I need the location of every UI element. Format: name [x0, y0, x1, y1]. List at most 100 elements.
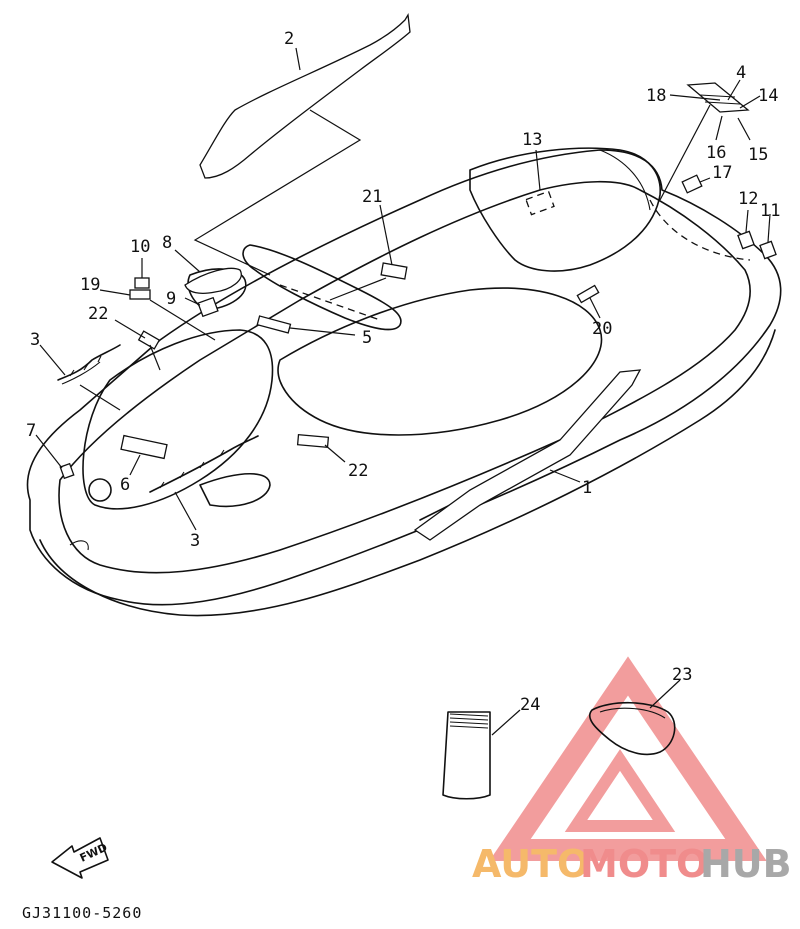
- decal-3-script-upper: [61, 355, 102, 385]
- cover-seam: [599, 707, 666, 719]
- decal-11: [759, 240, 777, 260]
- decal-13: [525, 190, 555, 216]
- decal-4-emblem: [686, 82, 750, 113]
- footwell: [277, 287, 603, 436]
- callout-18: 18: [646, 86, 666, 106]
- callout-11: 11: [760, 201, 780, 221]
- callout-20: 20: [592, 319, 612, 339]
- leader-15: [737, 117, 751, 141]
- leader-21: [379, 204, 393, 266]
- leader-2: [295, 47, 301, 71]
- decal-22-left: [137, 330, 161, 350]
- callout-24: 24: [520, 695, 540, 715]
- handlebar-hidden-line: [279, 284, 381, 321]
- part-23-cover: [588, 679, 681, 756]
- watermark-auto: AUTO: [472, 842, 589, 886]
- callout-3-upper: 3: [30, 330, 40, 350]
- watermark-logo: [489, 656, 767, 861]
- decal-2-top-stripe: [199, 13, 411, 179]
- decal-1-side-stripe: [413, 369, 642, 541]
- leader-16: [715, 115, 723, 141]
- watermark-hub: HUB: [700, 842, 792, 886]
- hull-deck-line: [58, 180, 751, 574]
- side-scoop: [199, 472, 271, 508]
- callout-22-right: 22: [348, 461, 368, 481]
- decal-7: [59, 462, 75, 480]
- callout-21: 21: [362, 187, 382, 207]
- callout-23: 23: [672, 665, 692, 685]
- decal-22-right: [296, 434, 330, 448]
- callout-5: 5: [362, 328, 372, 348]
- decal-3-logo-lower: [149, 435, 259, 493]
- callout-2: 2: [284, 29, 294, 49]
- decal-9: [197, 296, 219, 318]
- leader-7: [35, 434, 63, 469]
- decal-20: [576, 284, 600, 304]
- leader-3-lower: [174, 491, 197, 531]
- hull-outline: [26, 149, 782, 606]
- callout-14: 14: [758, 86, 778, 106]
- callout-9: 9: [166, 289, 176, 309]
- leader-4-to-hull: [659, 104, 711, 201]
- hood: [82, 329, 274, 510]
- leader-1: [549, 469, 581, 483]
- fwd-arrow-icon: FWD: [51, 837, 109, 879]
- watermark-moto: MOTO: [580, 842, 708, 886]
- flap-top-lines: [449, 713, 489, 729]
- decal-19: [129, 289, 151, 300]
- leader-lines: [35, 47, 771, 531]
- leader-21-to-hull: [329, 277, 387, 301]
- leader-12: [745, 209, 749, 233]
- watermark-triangle-inner: [564, 749, 676, 832]
- handlebar: [242, 244, 402, 331]
- leader-24: [491, 709, 521, 736]
- decal-10: [134, 277, 150, 289]
- decal-17: [681, 174, 703, 194]
- callout-22-left: 22: [88, 304, 108, 324]
- leader-13: [535, 149, 541, 191]
- seat-seam: [599, 149, 651, 211]
- decal-emblem-stripes: [699, 94, 741, 105]
- leader-3-upper: [39, 344, 66, 376]
- decal-6: [120, 434, 168, 460]
- callout-16: 16: [706, 143, 726, 163]
- rear-hidden-line: [649, 199, 751, 261]
- decal-3-logo-upper: [57, 344, 121, 381]
- leader-8: [174, 249, 201, 273]
- callout-12: 12: [738, 189, 758, 209]
- leader-23: [649, 679, 681, 709]
- cover-body: [588, 701, 676, 756]
- callout-19: 19: [80, 275, 100, 295]
- bow-detail: [69, 540, 89, 551]
- watermark-triangle-outer: [489, 656, 767, 861]
- leader-6: [129, 454, 141, 476]
- callout-15: 15: [748, 145, 768, 165]
- callout-6: 6: [120, 475, 130, 495]
- callout-labels: 2 4 18 14 16 15 17 12 11 13 21 20 5 8 10…: [26, 29, 780, 715]
- leader-18: [669, 94, 721, 101]
- callout-4: 4: [736, 63, 746, 83]
- callout-17: 17: [712, 163, 732, 183]
- seat: [469, 147, 661, 272]
- callout-8: 8: [162, 233, 172, 253]
- callout-3-lower: 3: [190, 531, 200, 551]
- part-code: GJ31100-5260: [22, 904, 142, 922]
- leader-17: [699, 177, 711, 183]
- leader-22-left: [114, 319, 146, 339]
- decal-12: [737, 230, 755, 250]
- leader-4: [727, 79, 741, 101]
- leader-22-left-to-hull: [149, 344, 161, 371]
- leader-19-to-hull: [149, 299, 216, 341]
- leader-2-guide: [193, 109, 362, 276]
- leader-9: [184, 297, 201, 306]
- part-24-flap: [442, 709, 521, 800]
- leader-3-upper-to-hull: [79, 384, 121, 411]
- decal-3-script-lower: [159, 449, 225, 489]
- callout-1: 1: [582, 478, 592, 498]
- callout-7: 7: [26, 421, 36, 441]
- hull-lower-line: [39, 329, 776, 617]
- leader-14: [739, 95, 761, 109]
- leader-5: [289, 327, 356, 336]
